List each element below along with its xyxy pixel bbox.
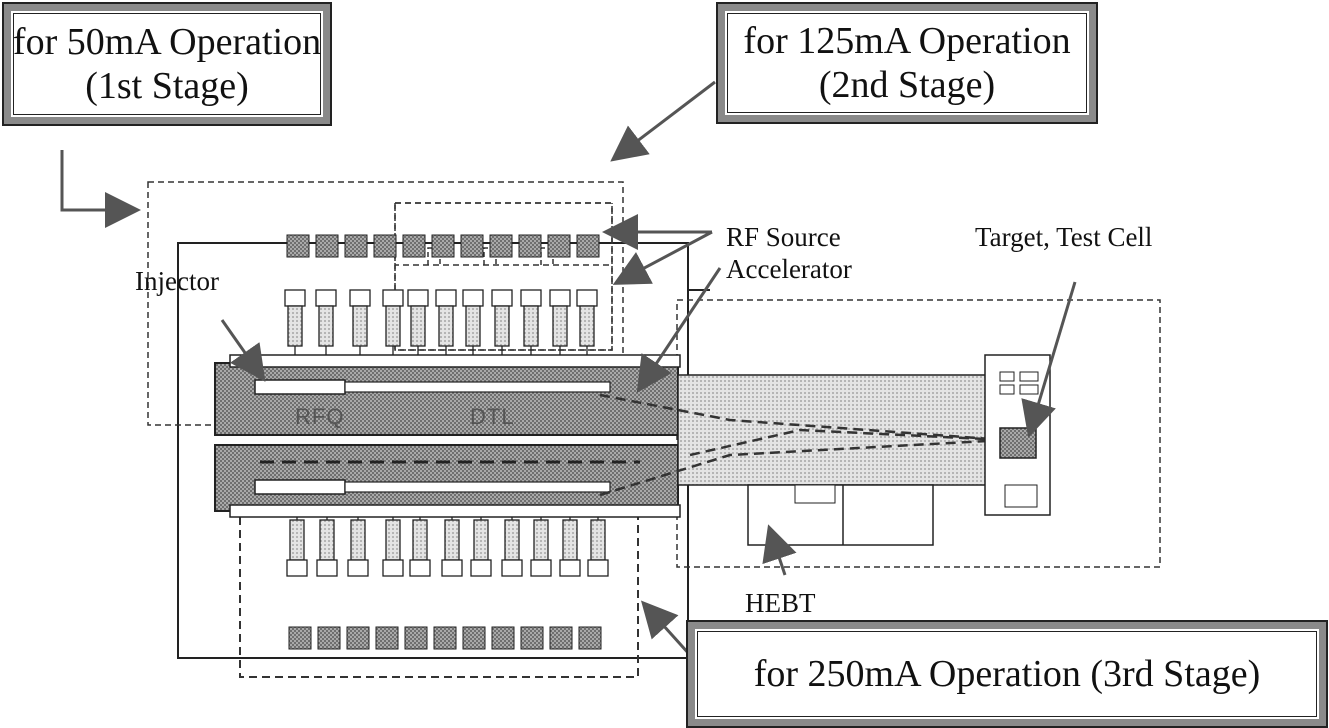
target-region [676,299,1161,568]
arrows [60,80,1077,657]
stage1-subtitle: (1st Stage) [85,65,249,107]
stage1-arrow [60,150,141,228]
accelerator-lower-cap [229,504,681,518]
klystrons-bottom [286,490,609,577]
hebt-room [747,484,934,546]
stage3-box: for 250mA Operation (3rd Stage) [686,620,1328,728]
rf-source-row-top [286,234,600,258]
building-step [687,243,710,291]
beam-lines [599,393,1006,497]
accelerator-upper-cap [229,354,681,368]
stage2-box: for 125mA Operation (2nd Stage) [716,2,1098,124]
dtl-label: DTL [470,404,515,429]
hebt-area [677,374,999,486]
rf-source-row-bottom [288,626,602,650]
hebt-arrow [762,524,797,576]
accelerator-lower [214,444,679,512]
accelerator-label: Accelerator [726,254,852,284]
injector-arrow [220,319,266,382]
stage2-region-box [394,202,613,351]
test-cell [999,427,1037,459]
hebt-label: HEBT [745,588,816,618]
rfq-lower [254,479,346,495]
dtl-lower [344,481,611,493]
stage1-box: for 50mA Operation (1st Stage) [2,2,332,126]
accelerator-arrow [636,267,722,393]
rf-source-arrow-2 [612,230,713,285]
stage2-arrow [610,80,716,162]
stage2-subtitle: (2nd Stage) [818,64,996,106]
stage1-title: for 50mA Operation [12,21,322,63]
target-label: Target, Test Cell [975,222,1153,252]
dtl-upper [344,381,611,393]
injector-label: Injector [135,266,219,296]
stage3-arrow [640,600,692,657]
rfq-label: RFQ [295,404,345,429]
stage3-title: for 250mA Operation (3rd Stage) [753,653,1261,695]
target-arrow [1021,281,1077,438]
stage2-title: for 125mA Operation [743,20,1071,62]
accelerator-upper [214,362,679,436]
rf-source-label: RF Source [726,222,841,252]
rfq-upper [254,379,346,395]
